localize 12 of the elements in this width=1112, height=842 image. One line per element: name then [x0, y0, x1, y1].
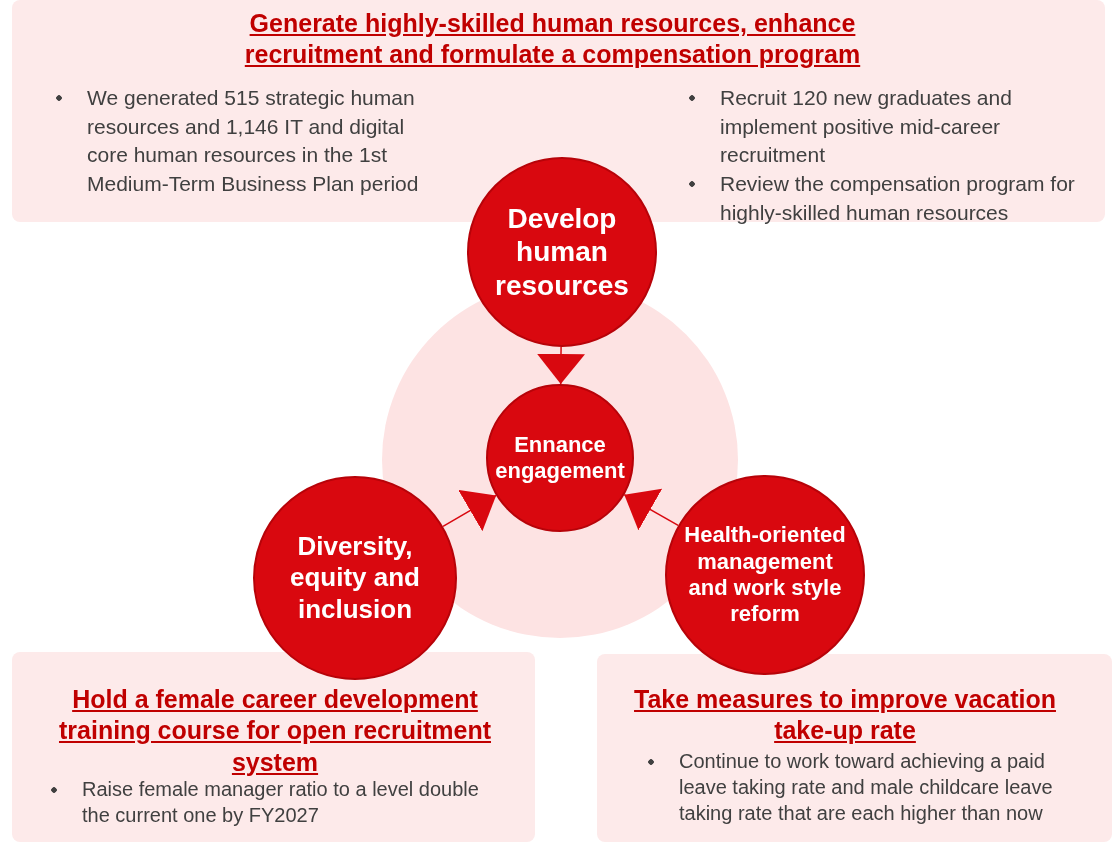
- panel-heading: Take measures to improve vacation take-up rate: [633, 684, 1057, 747]
- circle-label: Develop human resources: [494, 201, 630, 303]
- arrow: [623, 488, 679, 531]
- arrow: [537, 346, 585, 385]
- text-panel: [12, 652, 535, 842]
- panel-heading: Generate highly-skilled human resources, enhance recruitment and formulate a compensation program: [243, 8, 862, 71]
- arrow: [442, 489, 497, 532]
- circle-label: Diversity, equity and inclusion: [289, 531, 421, 625]
- circle-label: Health-oriented management and work style reform: [683, 522, 847, 628]
- panel-heading: Hold a female career development training course for open recruitment system: [58, 684, 492, 778]
- circle-label: Ennance engagement: [494, 431, 626, 485]
- text-panel: [597, 654, 1112, 842]
